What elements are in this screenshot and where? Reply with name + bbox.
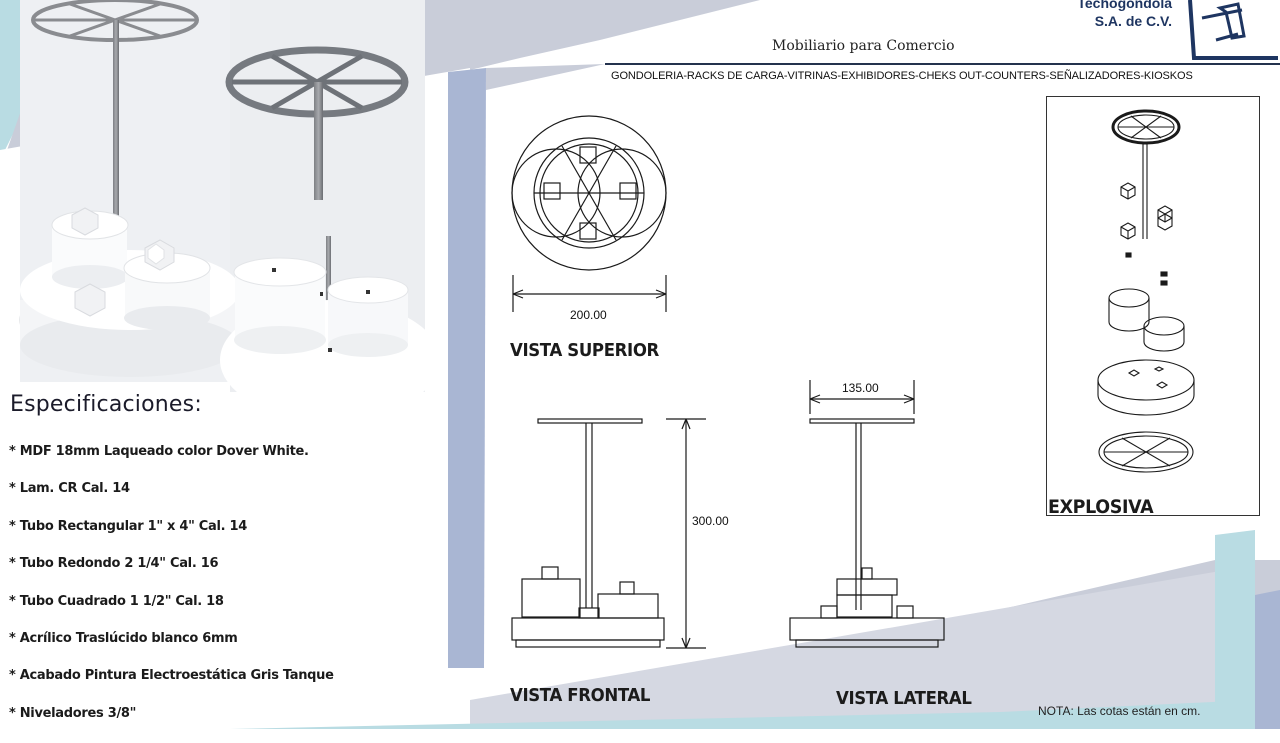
company-name-line1: Techogondola (1077, 0, 1172, 11)
top-view-label: VISTA SUPERIOR (510, 340, 659, 361)
specifications-list: * MDF 18mm Laqueado color Dover White. *… (9, 444, 334, 743)
spec-item: * Tubo Redondo 2 1/4" Cal. 16 (9, 556, 219, 572)
exploded-view-panel (1046, 96, 1260, 516)
side-view-dimension: 135.00 (842, 381, 879, 395)
company-name: Techogondola S.A. de C.V. (1060, 0, 1172, 30)
side-view-label: VISTA LATERAL (836, 688, 972, 709)
front-view-label: VISTA FRONTAL (510, 685, 651, 706)
front-view-dimension: 300.00 (692, 514, 729, 528)
side-view-drawing (789, 418, 945, 648)
exploded-view-drawing (1097, 109, 1195, 473)
product-render-image (19, 0, 425, 392)
top-view-drawing (511, 115, 667, 271)
front-view-drawing (511, 418, 665, 648)
company-name-line2: S.A. de C.V. (1094, 13, 1172, 29)
specifications-title: Especificaciones: (10, 392, 202, 417)
spec-item: * Tubo Cuadrado 1 1/2" Cal. 18 (9, 593, 224, 609)
spec-item: * Acrílico Traslúcido blanco 6mm (9, 630, 238, 646)
spec-item: * Lam. CR Cal. 14 (9, 481, 130, 497)
spec-item: * Tubo Rectangular 1" x 4" Cal. 14 (9, 518, 248, 534)
company-logo-icon (1188, 0, 1278, 60)
spec-item: * MDF 18mm Laqueado color Dover White. (9, 444, 309, 459)
dimensions-note: NOTA: Las cotas están en cm. (1038, 704, 1201, 718)
header-divider (605, 63, 1280, 65)
company-tagline: Mobiliario para Comercio (772, 38, 955, 54)
technical-drawings: 200.00 300.00 135.00 (511, 115, 945, 649)
product-lines-text: GONDOLERIA-RACKS DE CARGA-VITRINAS-EXHIB… (611, 70, 1193, 82)
exploded-view-label: EXPLOSIVA (1048, 496, 1154, 518)
top-view-dimension: 200.00 (570, 308, 607, 322)
spec-item: * Niveladores 3/8" (9, 705, 137, 721)
spec-item: * Acabado Pintura Electroestática Gris T… (9, 668, 334, 684)
